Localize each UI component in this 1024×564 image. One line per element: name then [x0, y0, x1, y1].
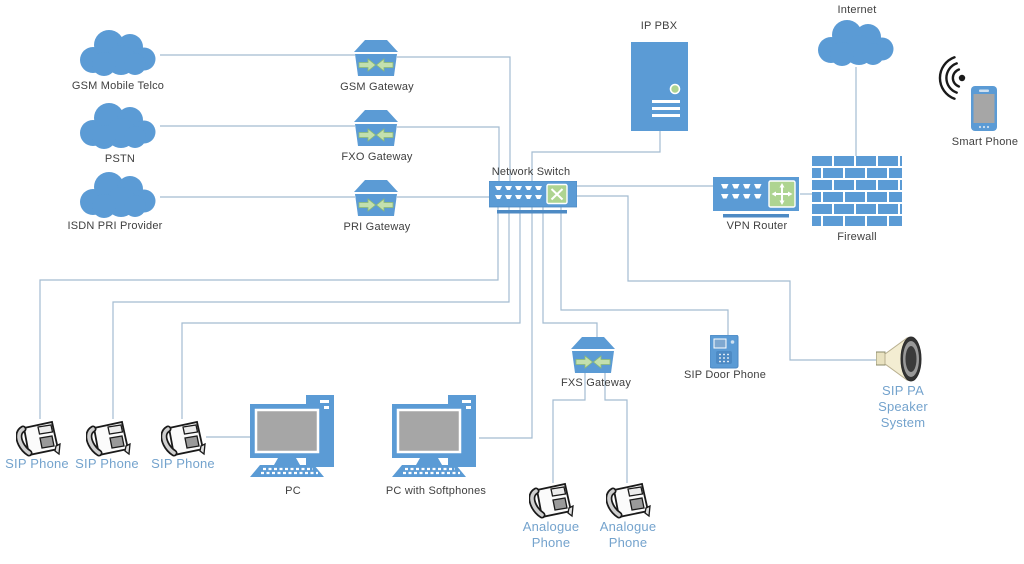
connector-switch-sipphone1: [39, 207, 499, 419]
connector-switch-fxsgateway: [542, 207, 598, 338]
ip-pbx-icon: [631, 42, 688, 136]
label-isdn: ISDN PRI Provider: [67, 220, 163, 232]
label-fxs-gateway: FXS Gateway: [560, 377, 632, 389]
label-pstn: PSTN: [104, 153, 136, 165]
sip-pa-speaker-icon: [875, 335, 926, 388]
pri-gateway-icon: [354, 180, 398, 221]
connector-ippbx-switch: [531, 131, 661, 182]
label-network-switch: Network Switch: [491, 166, 571, 178]
connector-gsmgateway-switch: [397, 56, 511, 182]
pc-icon: [250, 395, 338, 484]
gsm-gateway-icon: [354, 40, 398, 81]
vpn-router-icon: [713, 177, 801, 224]
label-sip-phone-2: SIP Phone: [75, 456, 139, 471]
pc-with-softphones-icon: [392, 395, 480, 484]
connector-switch-doorphone: [560, 207, 729, 336]
label-analogue-phone-2: Analogue Phone: [599, 519, 657, 550]
wifi-signal-icon: [926, 50, 970, 111]
connector-switch-sipphone3: [181, 207, 521, 419]
connector-fxsgateway-analogue2: [604, 373, 628, 483]
fxs-gateway-icon: [571, 337, 615, 378]
sip-door-phone-icon: [709, 334, 740, 375]
connector-switch-sipphone2: [112, 207, 510, 419]
label-pri-gateway: PRI Gateway: [343, 221, 411, 233]
label-sip-door-phone: SIP Door Phone: [683, 369, 767, 381]
label-sip-phone-3: SIP Phone: [151, 456, 215, 471]
isdn-cloud-icon: [73, 170, 163, 225]
label-sip-phone-1: SIP Phone: [5, 456, 69, 471]
network-switch-icon: [488, 180, 578, 220]
gsm-telco-cloud-icon: [73, 28, 163, 83]
label-internet: Internet: [837, 4, 877, 16]
label-pc: PC: [285, 485, 301, 497]
internet-cloud-icon: [811, 18, 901, 73]
label-gsm-telco: GSM Mobile Telco: [71, 80, 165, 92]
label-firewall: Firewall: [837, 231, 877, 243]
label-gsm-gateway: GSM Gateway: [340, 81, 414, 93]
label-analogue-phone-1: Analogue Phone: [522, 519, 580, 550]
firewall-icon: [812, 156, 902, 233]
label-ip-pbx: IP PBX: [640, 20, 678, 32]
label-fxo-gateway: FXO Gateway: [341, 151, 413, 163]
label-pc-softphones: PC with Softphones: [385, 485, 487, 497]
connector-switch-pcsoftphones: [479, 207, 533, 439]
label-smart-phone: Smart Phone: [951, 136, 1019, 148]
label-sip-pa-speaker: SIP PA Speaker System: [878, 383, 928, 430]
label-vpn-router: VPN Router: [726, 220, 788, 232]
connector-fxogateway-switch: [397, 126, 500, 182]
pstn-cloud-icon: [73, 101, 163, 156]
connector-fxsgateway-analogue1: [552, 373, 586, 483]
fxo-gateway-icon: [354, 110, 398, 151]
smart-phone-icon: [971, 86, 999, 138]
connector-switch-speaker: [576, 195, 877, 361]
